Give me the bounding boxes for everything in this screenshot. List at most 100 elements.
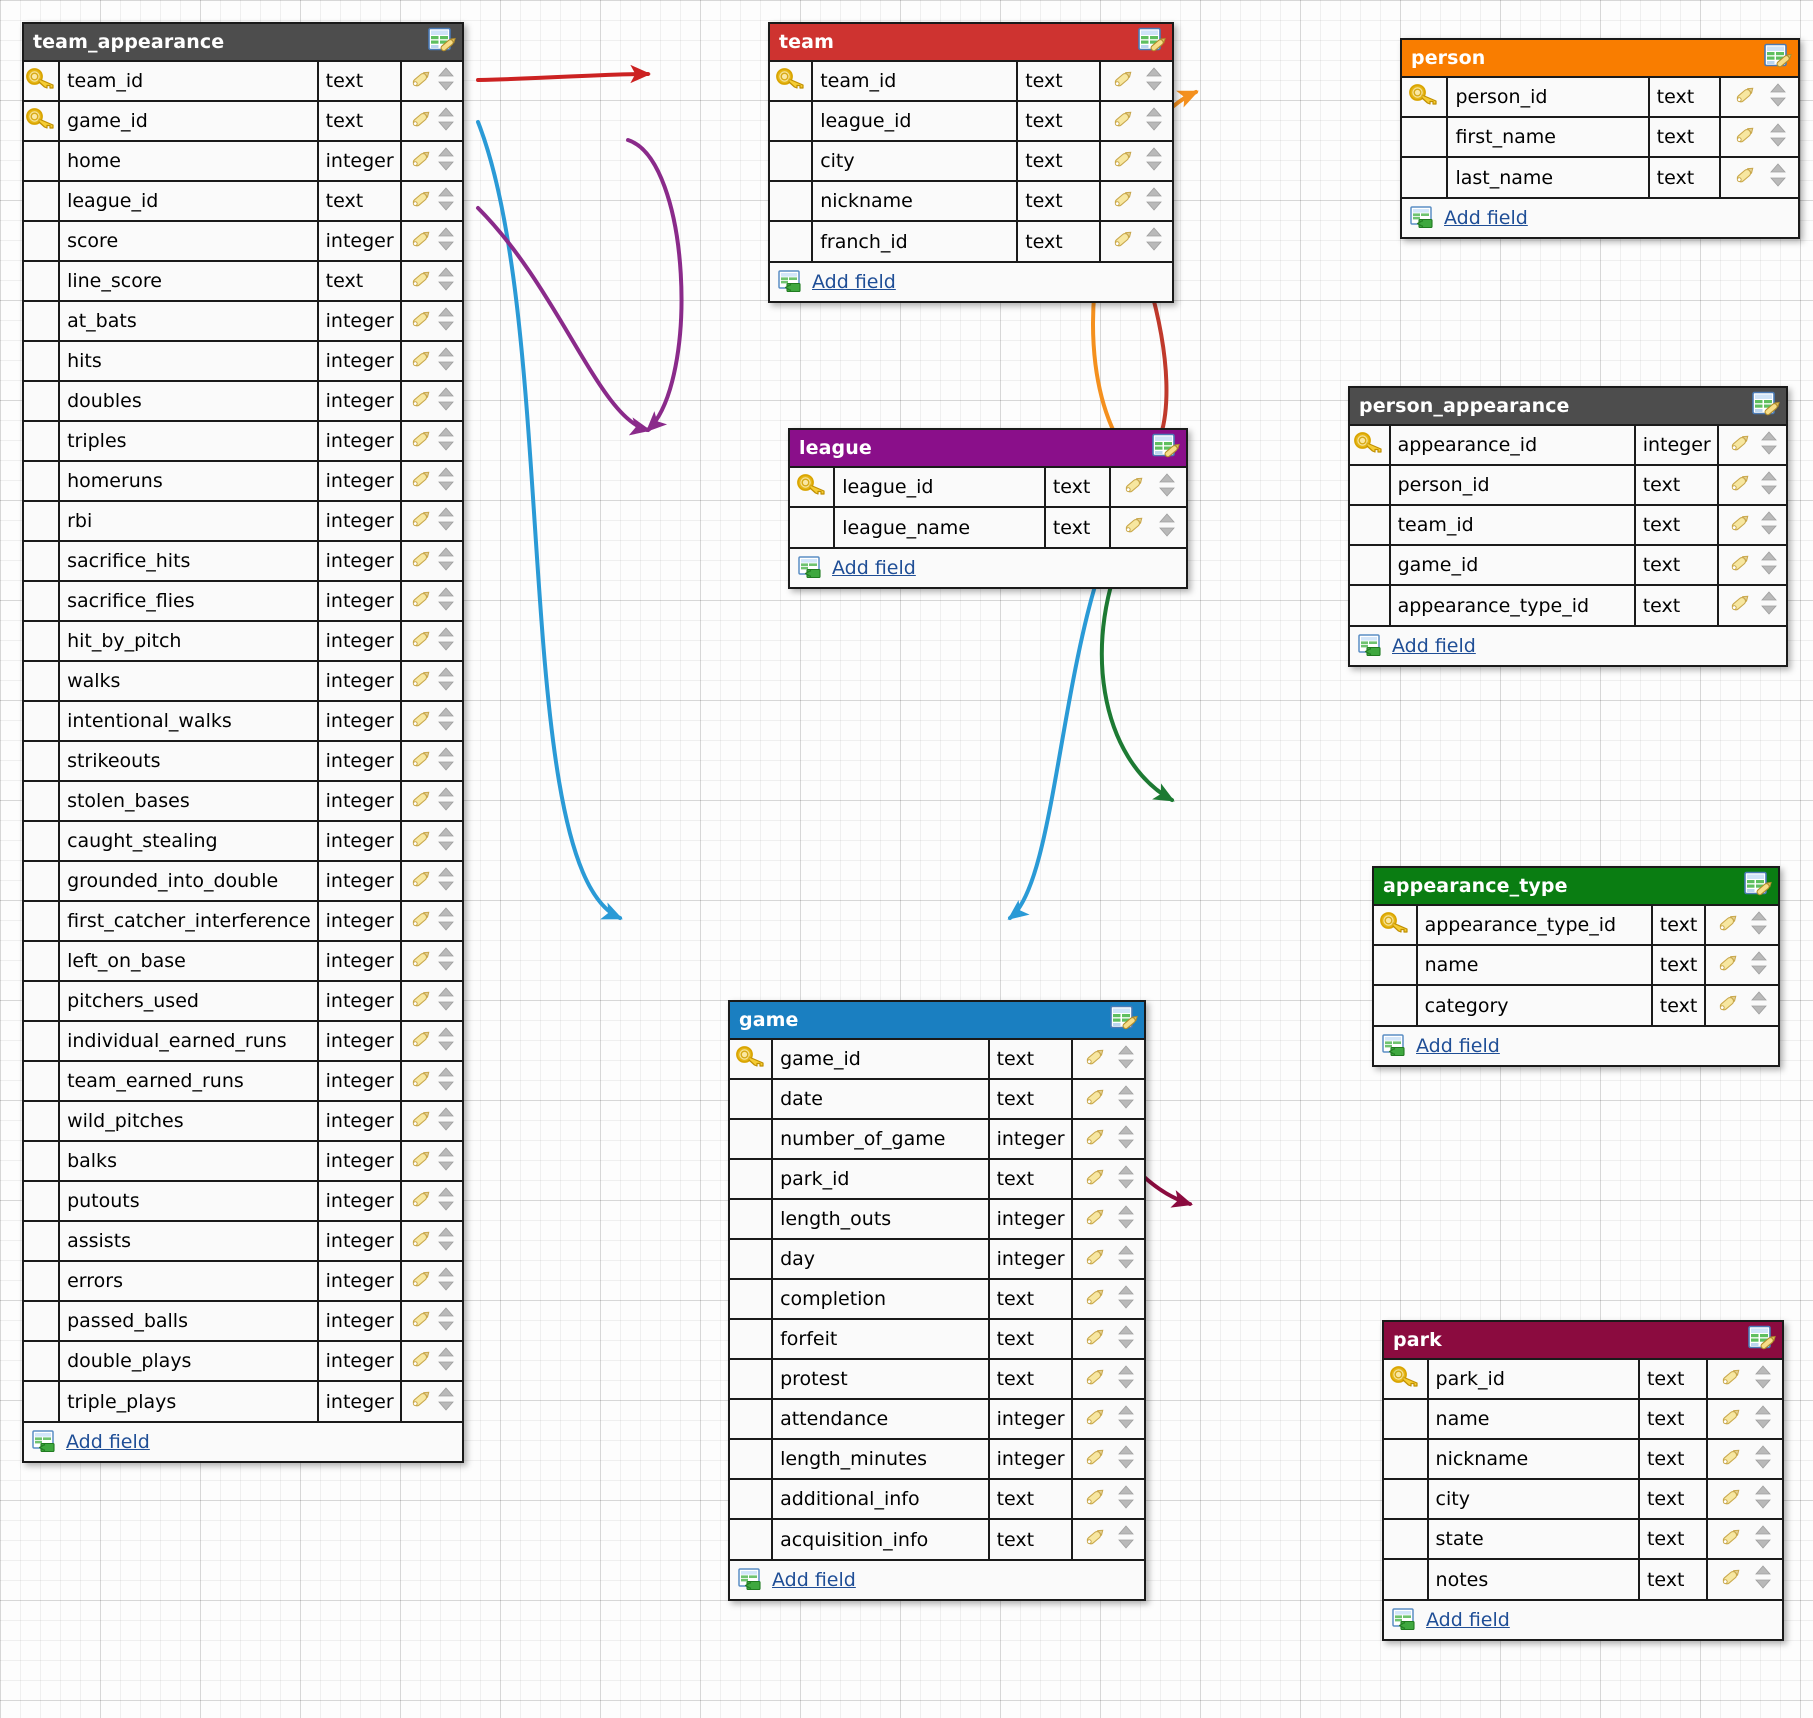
pencil-icon[interactable] — [407, 746, 433, 772]
pencil-icon[interactable] — [407, 1146, 433, 1172]
table-add-icon[interactable] — [32, 1430, 58, 1454]
pencil-icon[interactable] — [407, 626, 433, 652]
reorder-field-button[interactable] — [436, 866, 456, 897]
field-row[interactable]: game_idtext — [730, 1039, 1144, 1079]
pencil-icon[interactable] — [407, 226, 433, 252]
edit-field-button[interactable] — [1731, 162, 1757, 193]
field-row[interactable]: caught_stealinginteger — [24, 821, 462, 861]
reorder-field-button[interactable] — [436, 1306, 456, 1337]
field-row[interactable]: franch_idtext — [770, 221, 1172, 261]
add-field-link[interactable]: Add field — [772, 1569, 856, 1591]
reorder-field-button[interactable] — [1768, 122, 1788, 153]
reorder-field-button[interactable] — [436, 586, 456, 617]
table-person_appearance[interactable]: person_appearance appearance_idinteger p — [1348, 386, 1788, 667]
sort-updown-icon[interactable] — [436, 1186, 456, 1212]
field-row[interactable]: game_idtext — [1350, 545, 1786, 585]
table-league[interactable]: league league_idtext league_nametext — [788, 428, 1188, 589]
field-row[interactable]: park_idtext — [730, 1159, 1144, 1199]
reorder-field-button[interactable] — [436, 186, 456, 217]
edit-field-button[interactable] — [407, 346, 433, 377]
reorder-field-button[interactable] — [1753, 1564, 1773, 1595]
field-row[interactable]: dayinteger — [730, 1239, 1144, 1279]
pencil-icon[interactable] — [1109, 106, 1135, 132]
field-row[interactable]: line_scoretext — [24, 261, 462, 301]
field-row[interactable]: strikeoutsinteger — [24, 741, 462, 781]
sort-updown-icon[interactable] — [436, 1146, 456, 1172]
edit-field-button[interactable] — [1109, 226, 1135, 257]
reorder-field-button[interactable] — [1116, 1324, 1136, 1355]
pencil-icon[interactable] — [407, 1186, 433, 1212]
table-header-park[interactable]: park — [1384, 1322, 1782, 1358]
pencil-icon[interactable] — [1081, 1204, 1107, 1230]
sort-updown-icon[interactable] — [436, 826, 456, 852]
edit-field-button[interactable] — [1109, 146, 1135, 177]
sort-updown-icon[interactable] — [436, 1226, 456, 1252]
edit-field-button[interactable] — [1109, 186, 1135, 217]
reorder-field-button[interactable] — [436, 426, 456, 457]
field-row[interactable]: notestext — [1384, 1559, 1782, 1599]
table-header-league[interactable]: league — [790, 430, 1186, 466]
reorder-field-button[interactable] — [1759, 590, 1779, 621]
edit-field-button[interactable] — [1731, 122, 1757, 153]
sort-updown-icon[interactable] — [1116, 1444, 1136, 1470]
field-row[interactable]: at_batsinteger — [24, 301, 462, 341]
field-row[interactable]: forfeittext — [730, 1319, 1144, 1359]
field-row[interactable]: rbiinteger — [24, 501, 462, 541]
field-row[interactable]: protesttext — [730, 1359, 1144, 1399]
edit-field-button[interactable] — [1081, 1404, 1107, 1435]
field-row[interactable]: homerunsinteger — [24, 461, 462, 501]
edit-field-button[interactable] — [407, 106, 433, 137]
edit-field-button[interactable] — [1726, 430, 1752, 461]
pencil-icon[interactable] — [1120, 512, 1146, 538]
pencil-icon[interactable] — [1717, 1484, 1743, 1510]
sort-updown-icon[interactable] — [1759, 510, 1779, 536]
table-add-icon[interactable] — [798, 556, 824, 580]
pencil-icon[interactable] — [407, 1226, 433, 1252]
edit-field-button[interactable] — [407, 866, 433, 897]
reorder-field-button[interactable] — [1753, 1524, 1773, 1555]
pencil-icon[interactable] — [1081, 1364, 1107, 1390]
field-row[interactable]: nametext — [1374, 945, 1778, 985]
field-row[interactable]: pitchers_usedinteger — [24, 981, 462, 1021]
add-field-row[interactable]: Add field — [1384, 1599, 1782, 1639]
pencil-icon[interactable] — [407, 666, 433, 692]
pencil-icon[interactable] — [1081, 1044, 1107, 1070]
edit-field-button[interactable] — [407, 186, 433, 217]
reorder-field-button[interactable] — [436, 546, 456, 577]
reorder-field-button[interactable] — [1116, 1524, 1136, 1555]
reorder-field-button[interactable] — [1144, 226, 1164, 257]
reorder-field-button[interactable] — [436, 146, 456, 177]
pencil-icon[interactable] — [1717, 1364, 1743, 1390]
reorder-field-button[interactable] — [436, 786, 456, 817]
edit-field-button[interactable] — [407, 266, 433, 297]
reorder-field-button[interactable] — [436, 626, 456, 657]
table-header-team_appearance[interactable]: team_appearance — [24, 24, 462, 60]
edit-field-button[interactable] — [407, 1306, 433, 1337]
edit-field-button[interactable] — [407, 506, 433, 537]
edit-field-button[interactable] — [1714, 910, 1740, 941]
table-appearance_type[interactable]: appearance_type appearance_type_idtext n — [1372, 866, 1780, 1067]
sort-updown-icon[interactable] — [1753, 1484, 1773, 1510]
field-row[interactable]: statetext — [1384, 1519, 1782, 1559]
reorder-field-button[interactable] — [1753, 1444, 1773, 1475]
field-row[interactable]: grounded_into_doubleinteger — [24, 861, 462, 901]
edit-field-button[interactable] — [407, 626, 433, 657]
pencil-icon[interactable] — [407, 586, 433, 612]
field-row[interactable]: sacrifice_fliesinteger — [24, 581, 462, 621]
edit-field-button[interactable] — [1081, 1084, 1107, 1115]
edit-field-button[interactable] — [407, 306, 433, 337]
reorder-field-button[interactable] — [1753, 1364, 1773, 1395]
sort-updown-icon[interactable] — [1116, 1044, 1136, 1070]
edit-field-button[interactable] — [407, 746, 433, 777]
edit-field-button[interactable] — [1081, 1204, 1107, 1235]
reorder-field-button[interactable] — [436, 1066, 456, 1097]
edit-field-button[interactable] — [1726, 510, 1752, 541]
pencil-icon[interactable] — [407, 1346, 433, 1372]
reorder-field-button[interactable] — [1157, 472, 1177, 503]
table-game[interactable]: game game_idtext datetext — [728, 1000, 1146, 1601]
field-row[interactable]: datetext — [730, 1079, 1144, 1119]
sort-updown-icon[interactable] — [1116, 1284, 1136, 1310]
sort-updown-icon[interactable] — [1144, 106, 1164, 132]
edit-field-button[interactable] — [407, 666, 433, 697]
